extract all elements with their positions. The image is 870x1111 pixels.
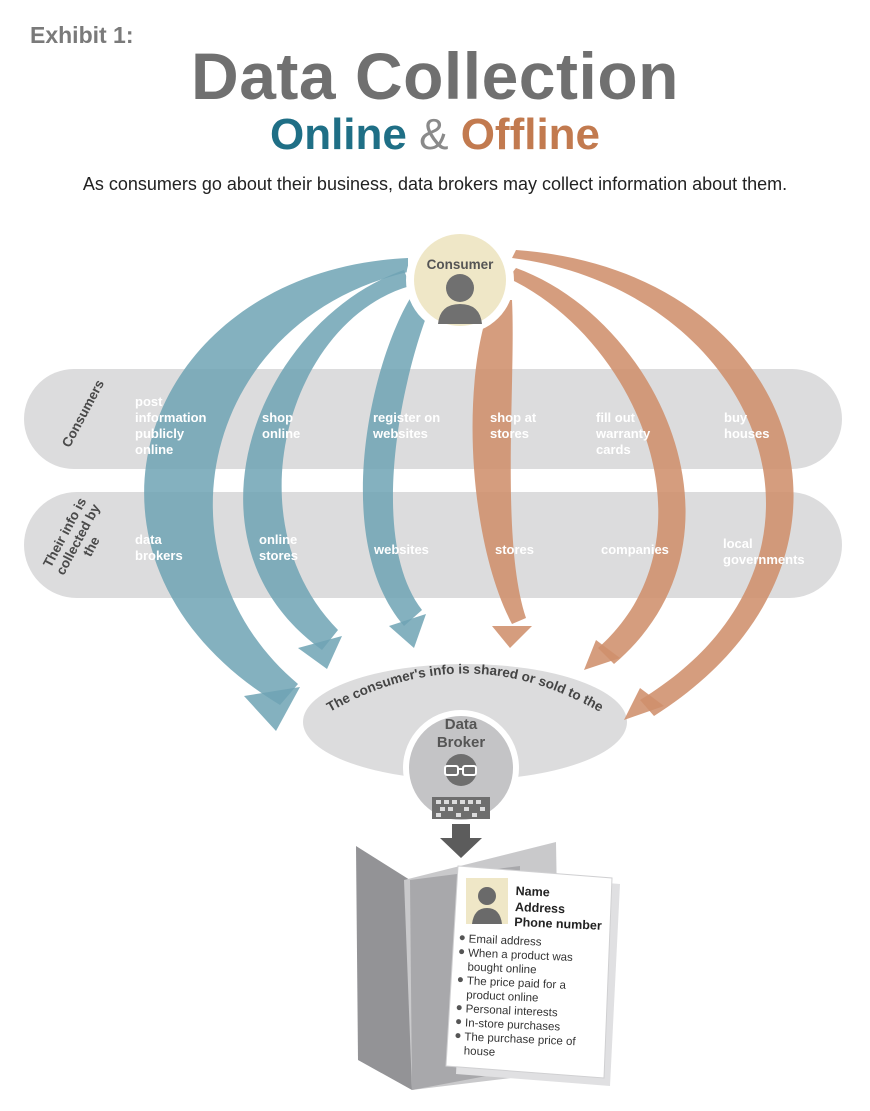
collector-label-stores: stores xyxy=(495,542,535,557)
down-arrow xyxy=(440,824,482,858)
action-label-shop-stores: shop at stores xyxy=(490,410,537,441)
collector-label-local-governments: local governments xyxy=(723,536,805,567)
bullet-icon xyxy=(455,1019,462,1025)
exhibit-label: Exhibit 1: xyxy=(30,22,134,48)
arrow-local-governments xyxy=(512,250,794,716)
subtitle-online: Online xyxy=(269,110,407,159)
collector-label-websites: websites xyxy=(374,542,429,557)
arrowhead-online-stores xyxy=(298,636,342,669)
profile-folder xyxy=(356,842,620,1090)
collector-label-companies: companies xyxy=(601,542,669,557)
bullet-icon xyxy=(459,935,465,941)
bullet-icon xyxy=(455,1032,461,1039)
data-broker-icon xyxy=(432,754,490,819)
arrowhead-data-brokers xyxy=(244,687,300,731)
bullet-icon xyxy=(457,977,464,983)
action-label-shop-online: shop online xyxy=(262,410,301,441)
consumer-label: Consumer xyxy=(426,257,494,272)
profile-header: Name Address Phone number xyxy=(514,884,603,934)
arrow-websites xyxy=(362,292,432,626)
arrowhead-websites xyxy=(389,614,426,648)
data-broker-label: Data Broker xyxy=(411,716,511,752)
arrow-online-stores xyxy=(243,270,410,650)
collectors-band xyxy=(24,492,842,598)
intro-text: As consumers go about their business, da… xyxy=(82,174,788,194)
subtitle-offline: Offline xyxy=(460,110,601,159)
page-subtitle: Online & Offline xyxy=(0,110,870,160)
action-label-buy-houses: buy houses xyxy=(724,410,770,441)
bullet-icon xyxy=(459,949,465,955)
arrow-companies xyxy=(508,268,686,664)
arrowhead-companies xyxy=(584,640,620,670)
action-label-warranty: fill out warranty cards xyxy=(596,410,651,457)
subtitle-ampersand: & xyxy=(419,110,449,159)
arrow-data-brokers xyxy=(144,258,408,705)
action-label-post-information: post information publicly online xyxy=(135,394,207,457)
bullet-icon xyxy=(456,1005,462,1011)
arrowhead-stores xyxy=(492,626,532,648)
arrowhead-local-governments xyxy=(624,688,664,720)
profile-item-list: Email address When a product was bought … xyxy=(453,932,599,1064)
data-broker-label-line2: Broker xyxy=(436,734,486,751)
page-title: Data Collection xyxy=(191,39,679,113)
action-label-register: register on websites xyxy=(373,410,441,441)
collector-label-online-stores: online stores xyxy=(259,532,299,563)
data-broker-label-line1: Data xyxy=(444,716,478,733)
arrow-stores xyxy=(472,300,526,624)
person-icon xyxy=(438,274,482,324)
collector-label-data-brokers: data brokers xyxy=(135,532,183,563)
